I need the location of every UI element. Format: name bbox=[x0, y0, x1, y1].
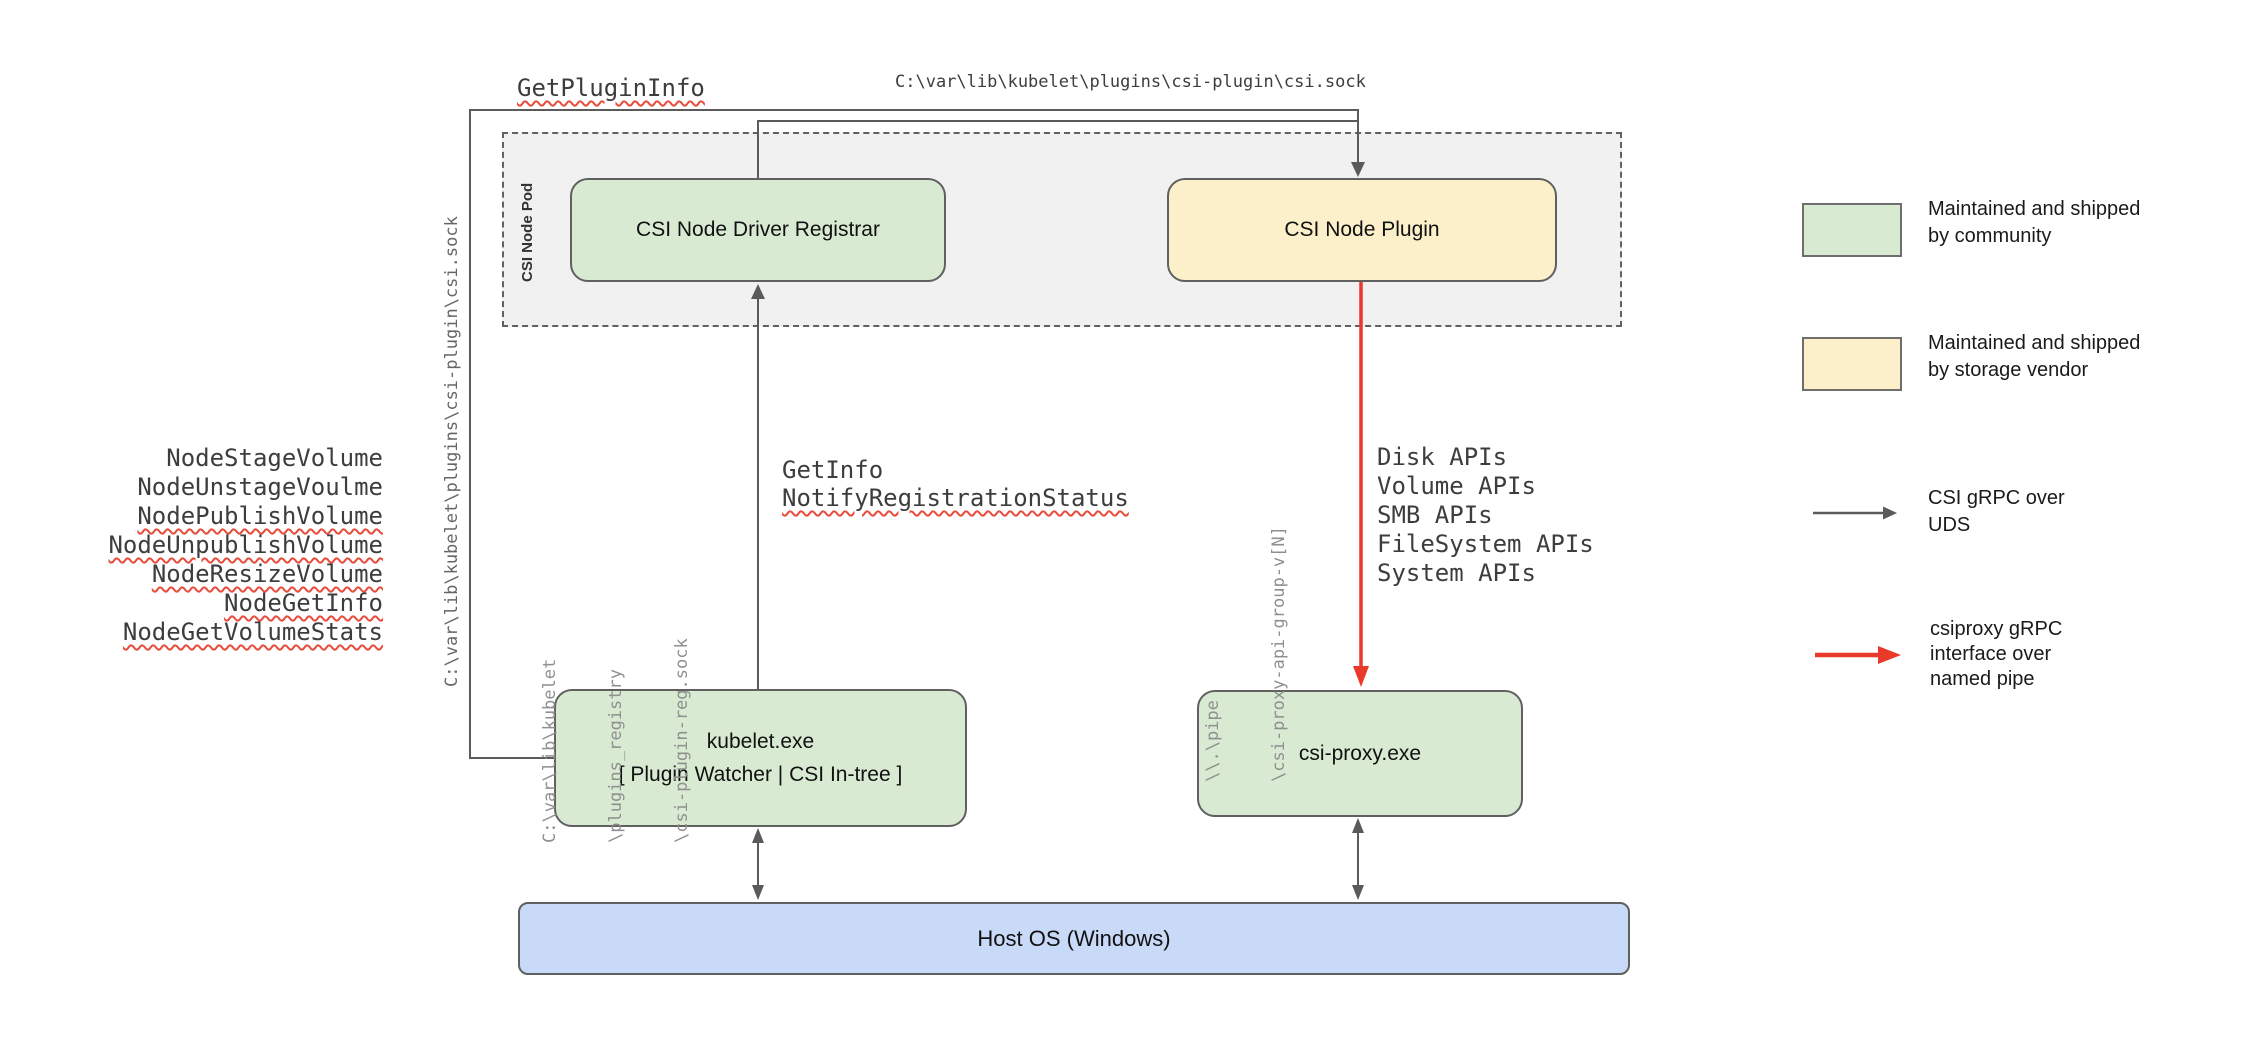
get-info-label: GetInfo bbox=[782, 456, 884, 484]
csi-node-plugin-box: CSI Node Plugin bbox=[1167, 178, 1557, 282]
list-item: Disk APIs bbox=[1377, 443, 1508, 471]
double-arrow-kubelet-hostos bbox=[752, 828, 764, 900]
legend-uds-label: CSI gRPC over UDS bbox=[1928, 487, 2065, 536]
csi-sock-path-vertical-label: C:\var\lib\kubelet\plugins\csi-plugin\cs… bbox=[442, 216, 462, 687]
csi-node-driver-registrar-label: CSI Node Driver Registrar bbox=[636, 218, 880, 241]
legend-named-pipe-arrow-icon bbox=[1815, 646, 1901, 664]
legend-vendor-swatch bbox=[1802, 337, 1902, 391]
csi-sock-path-label: C:\var\lib\kubelet\plugins\csi-plugin\cs… bbox=[895, 72, 1366, 92]
list-item: NodeUnstageVoulme bbox=[137, 473, 383, 501]
kubelet-sublabel: [ Plugin Watcher | CSI In-tree ] bbox=[618, 763, 903, 786]
csi-node-pod-label: CSI Node Pod bbox=[519, 182, 536, 282]
list-item: NodeGetInfo bbox=[224, 589, 383, 617]
host-os-box: Host OS (Windows) bbox=[518, 902, 1630, 975]
list-item: NodeGetVolumeStats bbox=[122, 618, 383, 646]
list-item: NodeStageVolume bbox=[166, 444, 383, 472]
uds-line-kubelet-to-registrar bbox=[751, 284, 765, 689]
csi-node-plugin-label: CSI Node Plugin bbox=[1284, 218, 1440, 241]
list-item: NodeUnpublishVolume bbox=[108, 531, 383, 559]
legend-community-label: Maintained and shipped by community bbox=[1928, 198, 2141, 247]
list-item: SMB APIs bbox=[1377, 501, 1493, 529]
legend-community-swatch bbox=[1802, 203, 1902, 257]
list-item: NodePublishVolume bbox=[137, 502, 383, 530]
registration-rpc-labels: GetInfo NotifyRegistrationStatus bbox=[782, 456, 1129, 512]
double-arrow-csiproxy-hostos bbox=[1352, 818, 1364, 900]
notify-registration-status-label: NotifyRegistrationStatus bbox=[782, 484, 1129, 512]
list-item: Volume APIs bbox=[1377, 472, 1536, 500]
legend-named-pipe-label: csiproxy gRPC interface over named pipe bbox=[1930, 618, 2063, 690]
legend-uds-arrow-icon bbox=[1813, 506, 1897, 520]
host-os-label: Host OS (Windows) bbox=[977, 925, 1171, 951]
list-item: System APIs bbox=[1377, 559, 1536, 587]
get-plugin-info-label: GetPluginInfo bbox=[517, 74, 705, 102]
red-arrowhead-down-icon bbox=[1353, 666, 1369, 687]
node-calls-list: NodeStageVolume NodeUnstageVoulme NodePu… bbox=[80, 444, 383, 647]
named-pipe-path-label: \\.\pipe \csi-proxy-api-group-v[N] bbox=[1203, 526, 1289, 782]
csi-node-driver-registrar-box: CSI Node Driver Registrar bbox=[570, 178, 946, 282]
plugin-registry-sock-label: C:\var\lib\kubelet \plugins_registry \cs… bbox=[540, 638, 692, 843]
legend-vendor-label: Maintained and shipped by storage vendor bbox=[1928, 332, 2141, 381]
list-item: NodeResizeVolume bbox=[151, 560, 383, 588]
list-item: FileSystem APIs bbox=[1377, 530, 1594, 558]
api-calls-list: Disk APIs Volume APIs SMB APIs FileSyste… bbox=[1377, 443, 1594, 588]
named-pipe-line-plugin-to-csiproxy bbox=[1353, 282, 1369, 687]
